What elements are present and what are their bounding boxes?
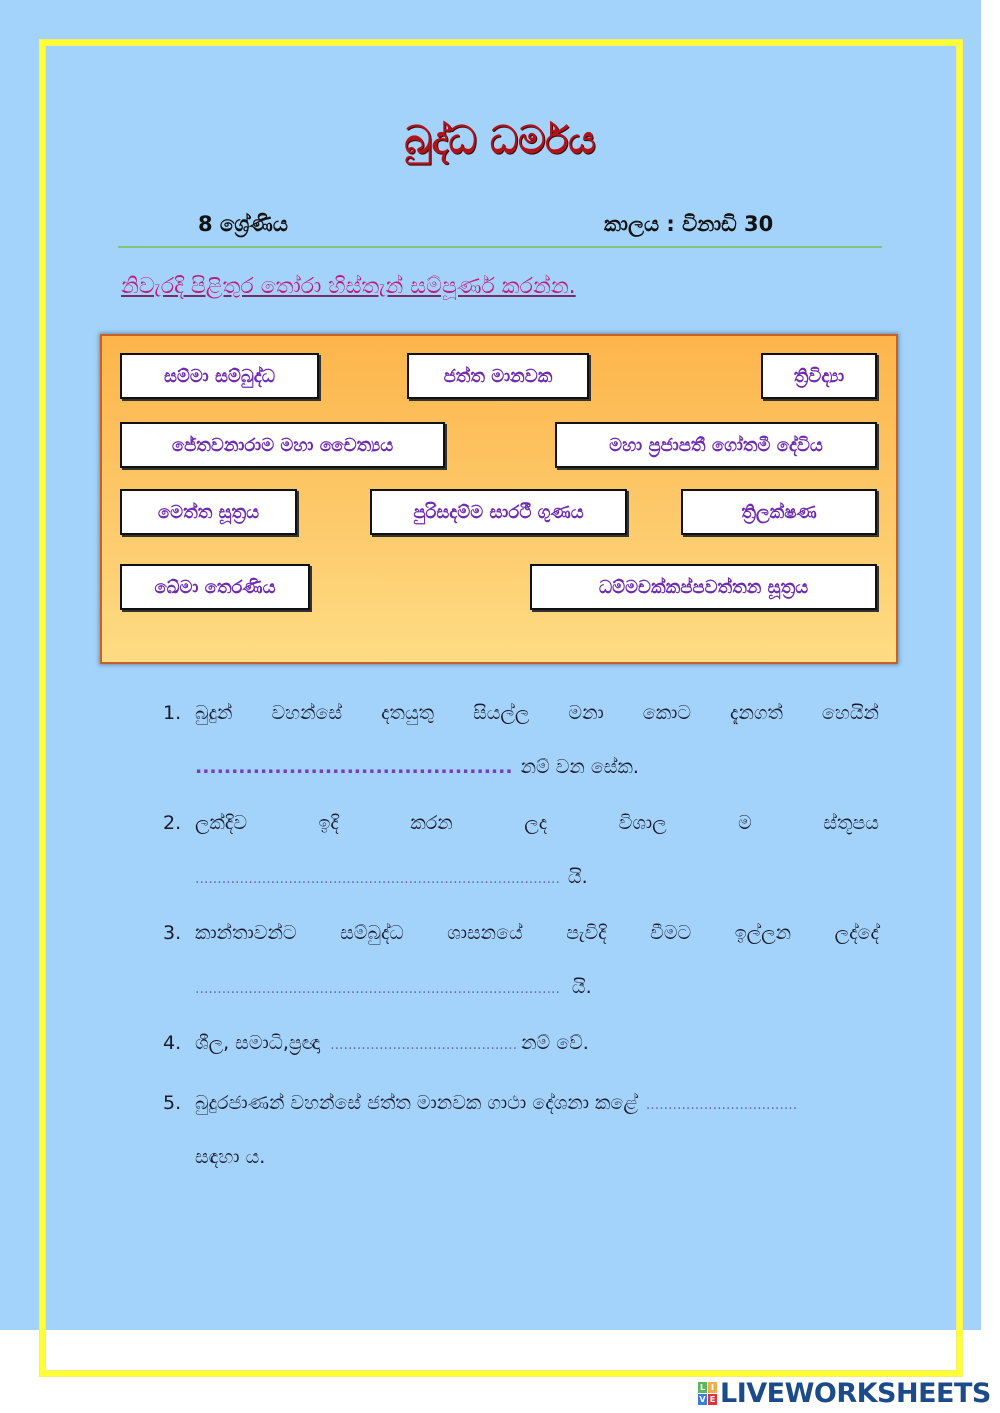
word: ශාසනයේ — [447, 922, 523, 944]
question-prefix: බුදුරජාණන් වහන්සේ ජත්ත මානවක ගාථා දේශනා … — [195, 1092, 638, 1114]
question-text: බුදුන් වහන්සේ දතයුතු සියල්ල මනා කොට දැනග… — [195, 702, 879, 724]
word-bank-item[interactable]: ජේතවනාරාම මහා චෛත්‍යය — [120, 422, 445, 468]
page-background — [0, 0, 981, 1330]
word-bank-item[interactable]: ධම්මචක්කප්පවත්තන සූත්‍රය — [530, 564, 877, 610]
word: දැනගත් — [730, 702, 783, 724]
answer-blank[interactable]: ........................................… — [330, 1037, 518, 1053]
word: ලක්දිව — [195, 812, 248, 834]
answer-blank[interactable]: ........................................… — [195, 871, 560, 887]
word-bank-item[interactable]: ත්‍රිවිද්‍යා — [761, 353, 877, 399]
word: කාන්තාවන්ට — [195, 922, 297, 944]
answer-blank[interactable]: ........................................… — [195, 756, 513, 778]
word: ස්තූපය — [823, 812, 879, 834]
question-suffix: යි. — [571, 976, 592, 998]
word-bank-item[interactable]: මෙත්ත සූත්‍රය — [120, 489, 297, 535]
word: බුදුන් — [195, 702, 233, 724]
word: කරන — [410, 812, 453, 834]
word: කොට — [642, 702, 692, 724]
word: ඉදි — [318, 812, 339, 834]
word: දතයුතු — [381, 702, 435, 724]
word-bank-item[interactable]: ත්‍රිලක්ෂණ — [681, 489, 877, 535]
logo-text: LIVEWORKSHEETS — [720, 1378, 991, 1409]
logo-tile: E — [708, 1394, 717, 1405]
word-bank-item[interactable]: සම්මා සම්බුද්ධ — [120, 353, 319, 399]
worksheet-frame — [40, 40, 962, 1376]
word-bank-item[interactable]: ඛේමා තෙරණිය — [120, 564, 310, 610]
worksheet-title: බුද්ධ ධර්මය — [404, 118, 596, 162]
question-number: 3. — [163, 922, 182, 944]
word-bank-item[interactable]: මහා ප්‍රජාපතී ගෝතමී දේවිය — [555, 422, 877, 468]
word: ලද — [524, 812, 548, 834]
word: සම්බුද්ධ — [340, 922, 404, 944]
answer-blank[interactable]: ........................................… — [195, 981, 560, 997]
question-number: 4. — [163, 1032, 182, 1054]
word: විශාල — [618, 812, 667, 834]
liveworksheets-logo[interactable]: L I V E LIVEWORKSHEETS — [698, 1378, 991, 1409]
instruction-text: නිවැරදි පිළිතුර තෝරා හිස්තැන් සම්පූර්ණ ක… — [121, 274, 576, 299]
question-suffix: යි. — [567, 866, 588, 888]
word-bank: සම්මා සම්බුද්ධ ජත්ත මානවක ත්‍රිවිද්‍යා ජ… — [100, 334, 898, 664]
question-suffix: නම් වේ. — [521, 1032, 589, 1054]
question-text: කාන්තාවන්ට සම්බුද්ධ ශාසනයේ පැවිදි වීමට ඉ… — [195, 922, 879, 944]
word: වීමට — [650, 922, 692, 944]
header-divider — [118, 246, 882, 248]
word: ම — [738, 812, 752, 834]
time-label: කාලය : විනාඩි 30 — [604, 212, 774, 236]
logo-tile: L — [698, 1382, 707, 1393]
word: ඉල්ලන — [734, 922, 792, 944]
word: ලද්දේ — [834, 922, 879, 944]
word: සියල්ල — [473, 702, 530, 724]
question-number: 2. — [163, 812, 182, 834]
question-suffix: නම් වන සේක. — [520, 756, 639, 778]
word: හෙයින් — [821, 702, 879, 724]
question-number: 1. — [163, 702, 182, 724]
word: මනා — [568, 702, 604, 724]
question-prefix: ශීල, සමාධි,ප්‍රඥා — [195, 1032, 321, 1054]
word: වහන්සේ — [271, 702, 343, 724]
logo-tiles-icon: L I V E — [698, 1382, 717, 1405]
grade-label: 8 ශ්‍රේණිය — [198, 212, 288, 236]
word-bank-item[interactable]: ජත්ත මානවක — [407, 353, 589, 399]
logo-tile: I — [708, 1382, 717, 1393]
question-text: ලක්දිව ඉදි කරන ලද විශාල ම ස්තූපය — [195, 812, 879, 834]
word: පැවිදි — [566, 922, 607, 944]
answer-blank[interactable]: .................................. — [645, 1097, 798, 1113]
logo-tile: V — [698, 1394, 707, 1405]
question-suffix: සඳහා ය. — [195, 1146, 266, 1168]
question-number: 5. — [163, 1092, 182, 1114]
word-bank-item[interactable]: පුරිසදම්ම සාරථී ගුණය — [370, 489, 627, 535]
